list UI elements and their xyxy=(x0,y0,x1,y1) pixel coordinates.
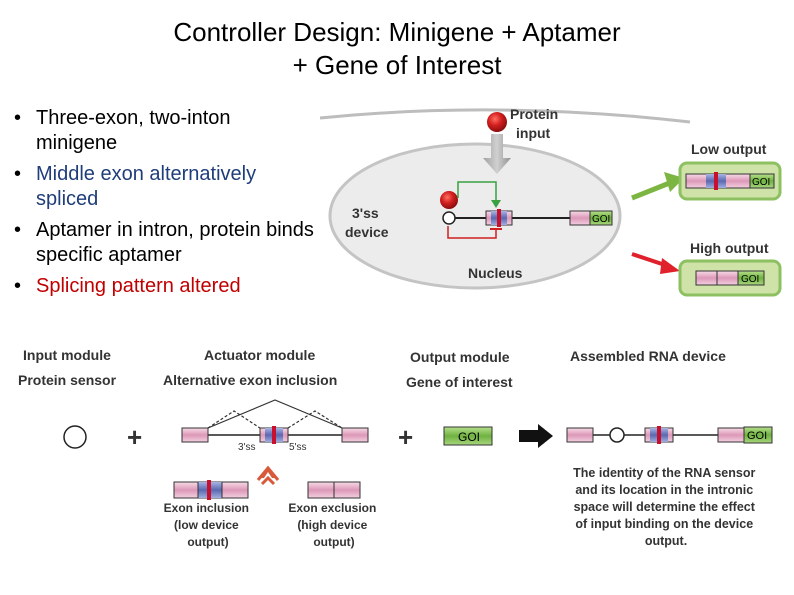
bullet-dot-icon: • xyxy=(14,219,22,241)
sensor-circle-icon xyxy=(63,425,87,449)
exon-inclusion-label: Exon inclusion (low device output) xyxy=(164,501,253,549)
exon-box xyxy=(569,210,591,226)
aptamer-red-bar xyxy=(272,426,276,444)
goi-label: GOI xyxy=(458,430,480,444)
title-line-2: + Gene of Interest xyxy=(292,50,502,80)
goi-box xyxy=(737,270,765,286)
goi-box xyxy=(749,173,775,189)
aptamer-red-bar xyxy=(657,426,661,444)
bullet-dot-icon: • xyxy=(14,107,22,129)
protein-ball-icon xyxy=(487,112,507,132)
down-arrow-icon xyxy=(483,134,511,174)
goi-label: GOI xyxy=(752,177,770,188)
ss3-small-label: 3'ss xyxy=(238,442,255,453)
device-label: device xyxy=(345,224,389,240)
plus-sign: + xyxy=(398,422,413,452)
bullet-text: Splicing pattern altered xyxy=(36,275,241,297)
plus-sign: + xyxy=(127,422,142,452)
aptamer-loop-icon xyxy=(442,211,456,225)
bullet-dot-icon: • xyxy=(14,275,22,297)
slide-title: Controller Design: Minigene + Aptamer + … xyxy=(0,16,794,82)
protein-input-label-2: input xyxy=(516,125,551,141)
splice-inclusion-dashes xyxy=(287,410,343,429)
ss3-label: 3'ss xyxy=(352,205,379,221)
nucleus-ellipse xyxy=(328,142,622,290)
actuator-module-label: Actuator module xyxy=(204,347,315,363)
nucleus-label: Nucleus xyxy=(468,265,523,281)
goi-box xyxy=(443,426,493,446)
exon-box xyxy=(566,427,594,443)
bullet-item: • Aptamer in intron, protein binds specif… xyxy=(14,218,314,268)
low-output-label: Low output xyxy=(691,141,767,157)
aptamer-red-bar xyxy=(207,480,211,500)
splice-skip-line xyxy=(207,399,343,429)
high-output-arrowhead-icon xyxy=(660,258,680,274)
input-module-label: Input module xyxy=(23,347,111,363)
cell-membrane-arc xyxy=(319,108,691,124)
bullet-item: • Three-exon, two-inton minigene xyxy=(14,106,314,156)
splice-inclusion-dashes xyxy=(207,410,261,429)
low-output-arrow xyxy=(631,179,673,201)
split-arrows-icon xyxy=(256,465,280,486)
exon-box xyxy=(717,427,745,443)
bullet-text: Three-exon, two-inton minigene xyxy=(36,107,231,154)
aptamer-loop-icon xyxy=(609,427,625,443)
ss5-small-label: 5'ss xyxy=(289,442,306,453)
alt-exon-label: Alternative exon inclusion xyxy=(163,372,337,388)
assembly-arrow-icon xyxy=(519,424,553,448)
goi-label: GOI xyxy=(747,430,767,442)
exon-box xyxy=(181,427,209,443)
bound-protein-icon xyxy=(440,191,458,209)
bullet-item: • Middle exon alternatively spliced xyxy=(14,162,314,212)
goi-box xyxy=(589,210,613,226)
bullet-dot-icon: • xyxy=(14,163,22,185)
activation-arrow xyxy=(457,181,497,204)
assembled-label: Assembled RNA device xyxy=(570,348,726,364)
activation-arrowhead-icon xyxy=(491,200,501,208)
title-line-1: Controller Design: Minigene + Aptamer xyxy=(173,17,621,47)
bullet-item: • Splicing pattern altered xyxy=(14,274,314,299)
repression-line xyxy=(447,226,497,239)
goi-label: GOI xyxy=(741,274,759,285)
protein-sensor-label: Protein sensor xyxy=(18,372,117,388)
protein-input-label: Protein xyxy=(510,106,558,122)
high-output-label: High output xyxy=(690,240,769,256)
gene-of-interest-label: Gene of interest xyxy=(406,374,513,390)
output-module-label: Output module xyxy=(410,349,510,365)
bullet-text: Middle exon alternatively spliced xyxy=(36,163,257,210)
goi-label: GOI xyxy=(592,214,610,225)
bullet-list: • Three-exon, two-inton minigene • Middle … xyxy=(14,106,314,305)
exon-exclusion-label: Exon exclusion (high device output) xyxy=(288,501,379,549)
goi-box xyxy=(743,426,773,444)
bullet-text: Aptamer in intron, protein binds specifi… xyxy=(36,219,314,266)
exon-box xyxy=(341,427,369,443)
aptamer-red-bar xyxy=(497,209,501,227)
aptamer-red-bar xyxy=(714,172,718,190)
device-description: The identity of the RNA sensor and its l… xyxy=(573,466,759,548)
